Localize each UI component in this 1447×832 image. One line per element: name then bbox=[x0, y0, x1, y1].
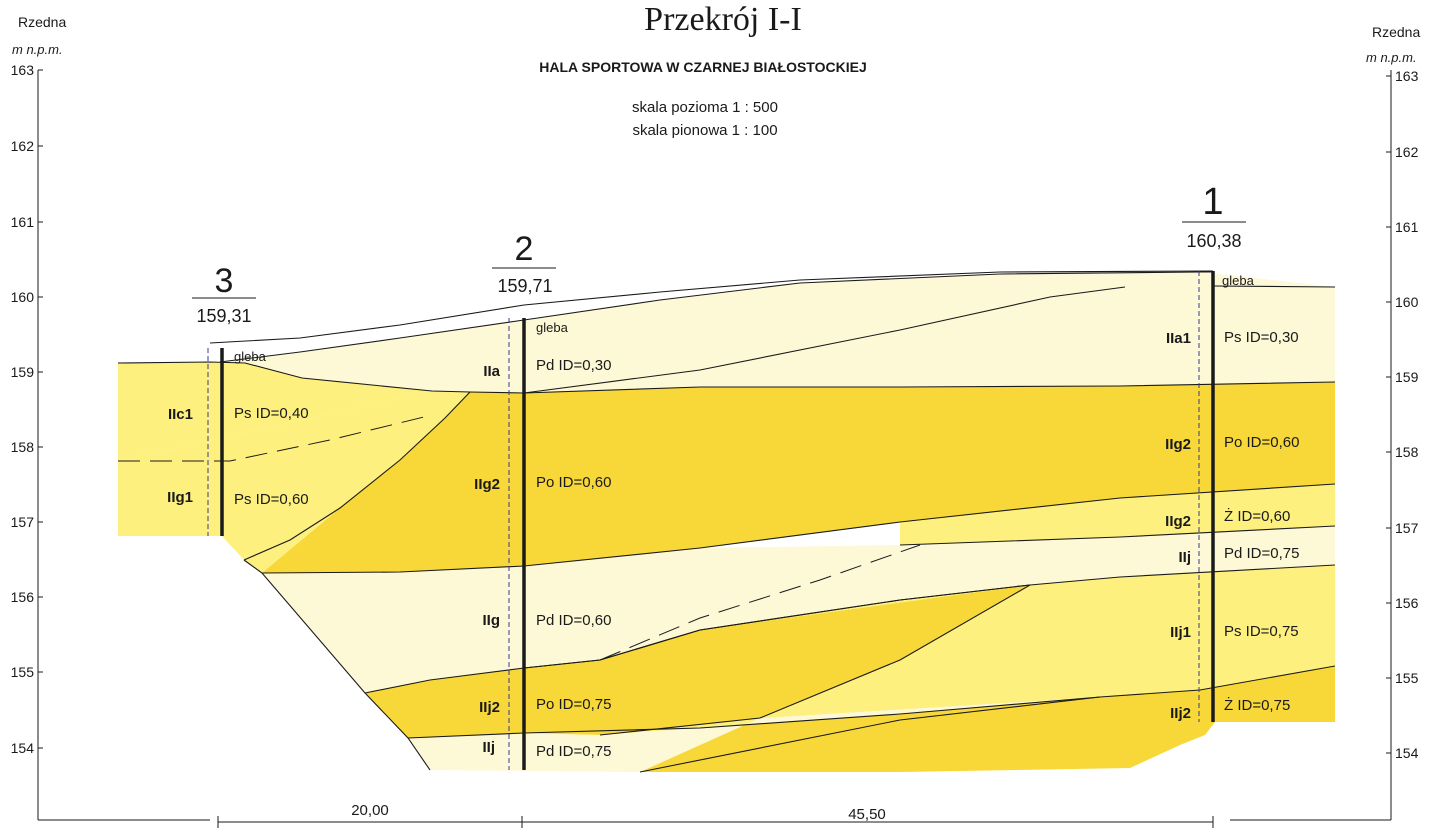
layer-code: IIj bbox=[1178, 549, 1191, 566]
borehole-number: 2 bbox=[515, 230, 534, 268]
left-wall-line bbox=[243, 559, 431, 771]
topsoil-bottom-line bbox=[219, 271, 1213, 363]
layer-description: Po ID=0,60 bbox=[536, 474, 611, 491]
borehole-2: 2 159,71 gleba IIa Pd ID=0,30 IIg2 Po ID… bbox=[474, 230, 611, 770]
layer-label: gleba bbox=[234, 349, 267, 364]
dashed-boundaries bbox=[118, 414, 921, 661]
tick-label: 161 bbox=[11, 214, 35, 230]
layer-IIg-fill bbox=[262, 526, 1335, 693]
layer-description: Pd ID=0,60 bbox=[536, 612, 611, 629]
tick-label: 158 bbox=[11, 439, 35, 455]
layer-description: Ps ID=0,40 bbox=[234, 405, 309, 422]
tick-label: 157 bbox=[11, 514, 35, 530]
boundary-IIa1-wedge bbox=[523, 286, 1126, 394]
layer-IIg2-lower-fill bbox=[900, 484, 1335, 545]
topsoil-right-line bbox=[1212, 285, 1336, 288]
tick-label: 159 bbox=[1395, 369, 1419, 385]
layer-code: IIj2 bbox=[479, 699, 500, 716]
borehole-1: 1 160,38 gleba IIa1 Ps ID=0,30 IIg2 Po I… bbox=[1165, 181, 1299, 722]
tick-label: 159 bbox=[11, 364, 35, 380]
borehole-elevation: 159,31 bbox=[196, 306, 251, 326]
tick-label: 155 bbox=[11, 664, 35, 680]
layer-description: Po ID=0,60 bbox=[1224, 434, 1299, 451]
borehole-number: 3 bbox=[215, 262, 234, 300]
tick-label: 161 bbox=[1395, 219, 1419, 235]
tick-label: 157 bbox=[1395, 520, 1419, 536]
layer-code: IIj2 bbox=[1170, 705, 1191, 722]
dashed-IIc1-IIg1 bbox=[118, 414, 433, 462]
tick-label: 156 bbox=[11, 589, 35, 605]
tick-label: 158 bbox=[1395, 444, 1419, 460]
right-axis-labels: Rzedna m n.p.m. 163 162 161 160 159 158 … bbox=[1366, 24, 1420, 761]
left-axis-labels: Rzedna m n.p.m. 163 162 161 160 159 158 … bbox=[11, 14, 67, 756]
soil-layers bbox=[118, 272, 1335, 772]
left-axis-title: Rzedna bbox=[18, 14, 66, 30]
layer-description: Ż ID=0,75 bbox=[1224, 696, 1290, 714]
tick-label: 155 bbox=[1395, 670, 1419, 686]
layer-code: IIj bbox=[482, 739, 495, 756]
layer-code: IIa1 bbox=[1166, 330, 1191, 347]
borehole-elevation: 159,71 bbox=[497, 276, 552, 296]
right-axis-title: Rzedna bbox=[1372, 24, 1420, 40]
layer-IIj2-fill bbox=[365, 585, 1030, 738]
layer-code: IIg2 bbox=[1165, 513, 1191, 530]
vertical-scale: skala pionowa 1 : 100 bbox=[632, 122, 777, 139]
layer-description: Po ID=0,75 bbox=[536, 696, 611, 713]
layer-code: IIj1 bbox=[1170, 624, 1191, 641]
left-axis bbox=[37, 69, 210, 821]
boundary-IIc1-top bbox=[117, 361, 246, 364]
borehole-3: 3 159,31 gleba IIc1 Ps ID=0,40 IIg1 Ps I… bbox=[167, 262, 309, 536]
right-axis-unit: m n.p.m. bbox=[1366, 50, 1417, 65]
boundary-IIj2-lens bbox=[599, 584, 1031, 736]
horizontal-scale: skala pozioma 1 : 500 bbox=[632, 99, 778, 116]
layer-description: Ż ID=0,60 bbox=[1224, 507, 1290, 525]
boundary-IIj-bottom-lens bbox=[639, 696, 1101, 773]
layer-code: IIg2 bbox=[1165, 436, 1191, 453]
layer-IIg1-fill bbox=[118, 391, 470, 573]
layer-description: Ps ID=0,60 bbox=[234, 491, 309, 508]
layer-description: Pd ID=0,30 bbox=[536, 357, 611, 374]
boundary-IIg2-bottom bbox=[261, 483, 1336, 574]
tick-label: 160 bbox=[11, 289, 35, 305]
boundary-IIg-top bbox=[899, 525, 1336, 546]
layer-IIc1-fill bbox=[118, 362, 432, 461]
layer-IIj-bottom-fill bbox=[408, 697, 1100, 772]
tick-label: 162 bbox=[1395, 144, 1419, 160]
left-axis-unit: m n.p.m. bbox=[12, 42, 63, 57]
layer-IIj2-bh1-fill bbox=[640, 666, 1335, 772]
tick-label: 154 bbox=[1395, 745, 1419, 761]
distance-label: 45,50 bbox=[848, 806, 886, 823]
layer-code: IIg2 bbox=[474, 476, 500, 493]
tick-label: 160 bbox=[1395, 294, 1419, 310]
layer-description: Ps ID=0,30 bbox=[1224, 329, 1299, 346]
layer-code: IIa bbox=[483, 363, 500, 380]
tick-label: 163 bbox=[11, 62, 35, 78]
layer-description: Pd ID=0,75 bbox=[1224, 545, 1299, 562]
layer-label: gleba bbox=[1222, 273, 1255, 288]
borehole-elevation: 160,38 bbox=[1186, 231, 1241, 251]
tick-label: 162 bbox=[11, 138, 35, 154]
tick-label: 154 bbox=[11, 740, 35, 756]
tick-label: 163 bbox=[1395, 68, 1419, 84]
layer-IIa-fill bbox=[220, 272, 1335, 393]
layer-description: Pd ID=0,75 bbox=[536, 743, 611, 760]
layer-IIg2-fill bbox=[262, 382, 1335, 573]
layer-description: Ps ID=0,75 bbox=[1224, 623, 1299, 640]
tick-label: 156 bbox=[1395, 595, 1419, 611]
page-title: Przekrój I-I bbox=[644, 1, 802, 38]
layer-code: IIg bbox=[483, 612, 501, 629]
ground-surface-line bbox=[209, 270, 1214, 344]
layer-code: IIc1 bbox=[168, 406, 193, 423]
layer-code: IIg1 bbox=[167, 489, 193, 506]
distance-label: 20,00 bbox=[351, 802, 389, 819]
dashed-IIg-lens bbox=[599, 544, 921, 661]
layer-label: gleba bbox=[536, 320, 569, 335]
page-subtitle: HALA SPORTOWA W CZARNEJ BIAŁOSTOCKIEJ bbox=[539, 59, 866, 75]
boundary-IIg2-left bbox=[243, 391, 471, 561]
right-axis bbox=[1230, 70, 1392, 821]
distance-dimensions: 20,00 45,50 bbox=[217, 802, 1214, 828]
borehole-number: 1 bbox=[1202, 181, 1223, 223]
